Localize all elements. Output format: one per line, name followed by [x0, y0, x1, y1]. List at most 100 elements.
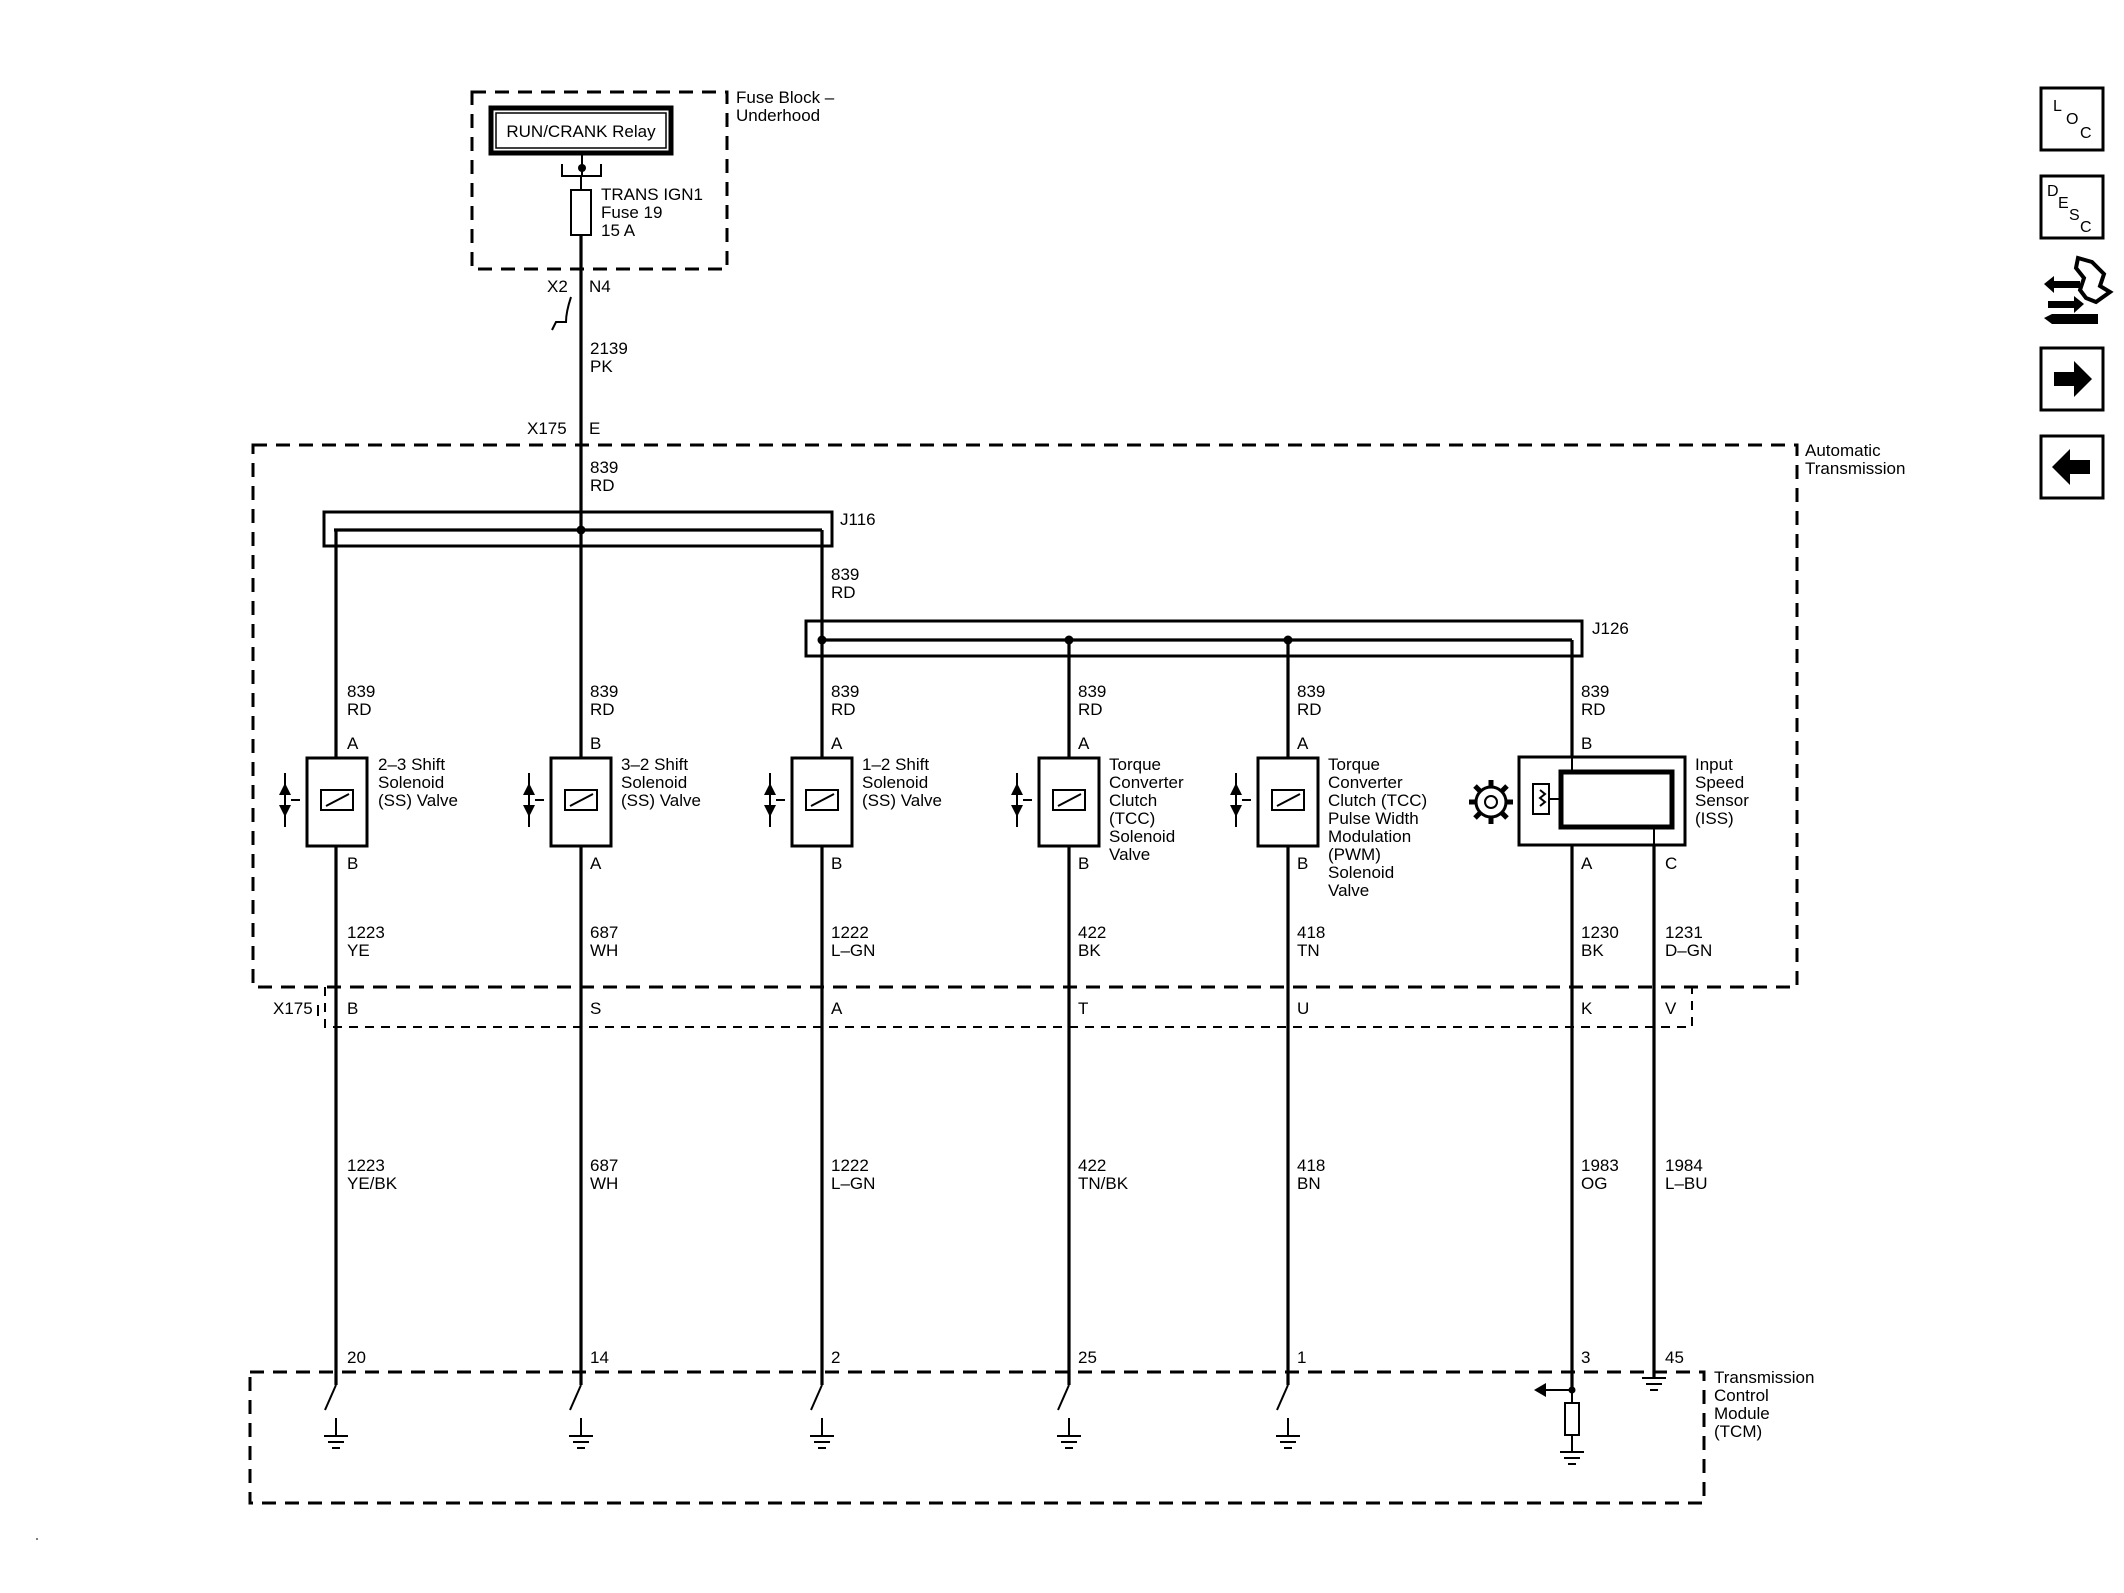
- branch-top-color: RD: [347, 700, 372, 719]
- branch-tcm-color: TN/BK: [1078, 1174, 1129, 1193]
- iss-tcm-circuit-c: 1984: [1665, 1156, 1703, 1175]
- branch-x175-pin: U: [1297, 999, 1309, 1018]
- solenoid-pin-top: B: [590, 734, 601, 753]
- branch-tcm-pin: 25: [1078, 1348, 1097, 1367]
- iss-top-color: RD: [1581, 700, 1606, 719]
- branch-circuit: 1222: [831, 923, 869, 942]
- solenoid-pin-top: A: [347, 734, 359, 753]
- splice-j126: J126: [804, 619, 1629, 658]
- stray-dot: [36, 1538, 38, 1540]
- location-icon: L O C: [2053, 98, 2092, 142]
- solenoid-pin-bottom: B: [347, 854, 358, 873]
- branch-top-color: RD: [1297, 700, 1322, 719]
- branch-x175-pin: A: [831, 999, 843, 1018]
- location-button[interactable]: L O C: [2039, 86, 2105, 152]
- branch-color: BK: [1078, 941, 1101, 960]
- x175-top-connector-label: X175: [527, 419, 567, 438]
- solenoid-pin-top: A: [831, 734, 843, 753]
- branch-top-color: RD: [590, 700, 615, 719]
- tcm-low-side-driver: [569, 1384, 593, 1449]
- relay-label: RUN/CRANK Relay: [506, 122, 656, 141]
- solenoid-name-line1: Torque: [1328, 755, 1380, 774]
- branch-top-color: RD: [831, 700, 856, 719]
- solenoid-name-line2: Solenoid: [862, 773, 928, 792]
- transmission-label-line2: Transmission: [1805, 459, 1905, 478]
- tcm-label-line3: Module: [1714, 1404, 1770, 1423]
- branch-color: L–GN: [831, 941, 875, 960]
- solenoid-name-line2: Converter: [1328, 773, 1403, 792]
- tcm-low-side-driver: [324, 1384, 348, 1449]
- connector-view-button[interactable]: [2044, 255, 2114, 324]
- tcm-low-side-driver: [810, 1384, 834, 1449]
- splice-j116-label: J116: [840, 510, 876, 529]
- solenoid-name-line2: Solenoid: [621, 773, 687, 792]
- description-icon-letter-s: S: [2069, 207, 2080, 224]
- branch-tcm-color: WH: [590, 1174, 618, 1193]
- x175-bottom-label: X175: [273, 999, 313, 1018]
- tcm-label-line4: (TCM): [1714, 1422, 1762, 1441]
- tcm-low-side-driver: [1057, 1384, 1081, 1449]
- solenoid-name-line3: (SS) Valve: [378, 791, 458, 810]
- location-icon-letter-l: L: [2053, 98, 2062, 115]
- branch-tcm-color: BN: [1297, 1174, 1321, 1193]
- solenoid-pin-bottom: A: [590, 854, 602, 873]
- description-icon-letter-e: E: [2058, 195, 2069, 212]
- branch-circuit: 422: [1078, 923, 1106, 942]
- iss-tcm-pin-a: 3: [1581, 1348, 1590, 1367]
- next-button[interactable]: [2039, 346, 2105, 412]
- branch-color: YE: [347, 941, 370, 960]
- solenoid-name-line4: (TCC): [1109, 809, 1155, 828]
- location-icon-letter-o: O: [2066, 111, 2078, 128]
- fuse-block-label-line1: Fuse Block –: [736, 88, 835, 107]
- j126-feed-circuit-color: RD: [831, 583, 856, 602]
- branch-1-2-shift-solenoid: 839 RD A 1–2 Shift Solenoid (SS) Valve B…: [764, 530, 942, 1449]
- branch-tcm-circuit: 1223: [347, 1156, 385, 1175]
- solenoid-name-line3: Clutch (TCC): [1328, 791, 1427, 810]
- tcm-sensor-ground: [1642, 1377, 1666, 1391]
- solenoid-name-line7: Solenoid: [1328, 863, 1394, 882]
- branch-top-circuit: 839: [347, 682, 375, 701]
- iss-name-line3: Sensor: [1695, 791, 1749, 810]
- solenoid-name-line8: Valve: [1328, 881, 1369, 900]
- x175-top-pin-label: E: [589, 419, 600, 438]
- shift-solenoid-3-2-symbol: [523, 756, 613, 848]
- branch-tcc-solenoid: 839 RD A Torque Converter Clutch (TCC) S…: [1011, 640, 1184, 1449]
- branch-tcm-circuit: 1222: [831, 1156, 869, 1175]
- solenoid-name-line2: Solenoid: [378, 773, 444, 792]
- iss-x175-pin-c: V: [1665, 999, 1677, 1018]
- iss-color-a: BK: [1581, 941, 1604, 960]
- description-button[interactable]: D E S C: [2039, 174, 2105, 240]
- iss-top-circuit: 839: [1581, 682, 1609, 701]
- j126-feed-circuit-number: 839: [831, 565, 859, 584]
- iss-pin-c: C: [1665, 854, 1677, 873]
- solenoid-name-line6: (PWM): [1328, 845, 1381, 864]
- tcm-low-side-driver: [1276, 1384, 1300, 1449]
- branch-circuit: 687: [590, 923, 618, 942]
- x175-bottom-connector: X175: [273, 987, 1693, 1028]
- branch-x175-pin: T: [1078, 999, 1088, 1018]
- transmission-label-line1: Automatic: [1805, 441, 1881, 460]
- branch-top-color: RD: [1078, 700, 1103, 719]
- solenoid-pin-bottom: B: [1297, 854, 1308, 873]
- iss-color-c: D–GN: [1665, 941, 1712, 960]
- branch-top-circuit: 839: [831, 682, 859, 701]
- iss-name-line2: Speed: [1695, 773, 1744, 792]
- solenoid-name-line6: Valve: [1109, 845, 1150, 864]
- previous-arrow-icon: [2052, 449, 2090, 485]
- branch-tcm-pin: 1: [1297, 1348, 1306, 1367]
- solenoid-pin-bottom: B: [831, 854, 842, 873]
- transmission-control-module: Transmission Control Module (TCM): [248, 1368, 1814, 1505]
- previous-button[interactable]: [2039, 434, 2105, 500]
- trans-feed-circuit-number: 839: [590, 458, 618, 477]
- solenoid-name-line4: Pulse Width: [1328, 809, 1419, 828]
- branch-tcm-circuit: 418: [1297, 1156, 1325, 1175]
- solenoid-pin-top: A: [1297, 734, 1309, 753]
- branch-tcm-color: YE/BK: [347, 1174, 398, 1193]
- branch-3-2-shift-solenoid: 839 RD B 3–2 Shift Solenoid (SS) Valve A…: [523, 530, 701, 1449]
- solenoid-pin-top: A: [1078, 734, 1090, 753]
- x2-connector-label: X2: [547, 277, 568, 296]
- branch-circuit: 1223: [347, 923, 385, 942]
- branch-tcm-color: L–GN: [831, 1174, 875, 1193]
- solenoid-name-line1: 1–2 Shift: [862, 755, 929, 774]
- iss-pin-top: B: [1581, 734, 1592, 753]
